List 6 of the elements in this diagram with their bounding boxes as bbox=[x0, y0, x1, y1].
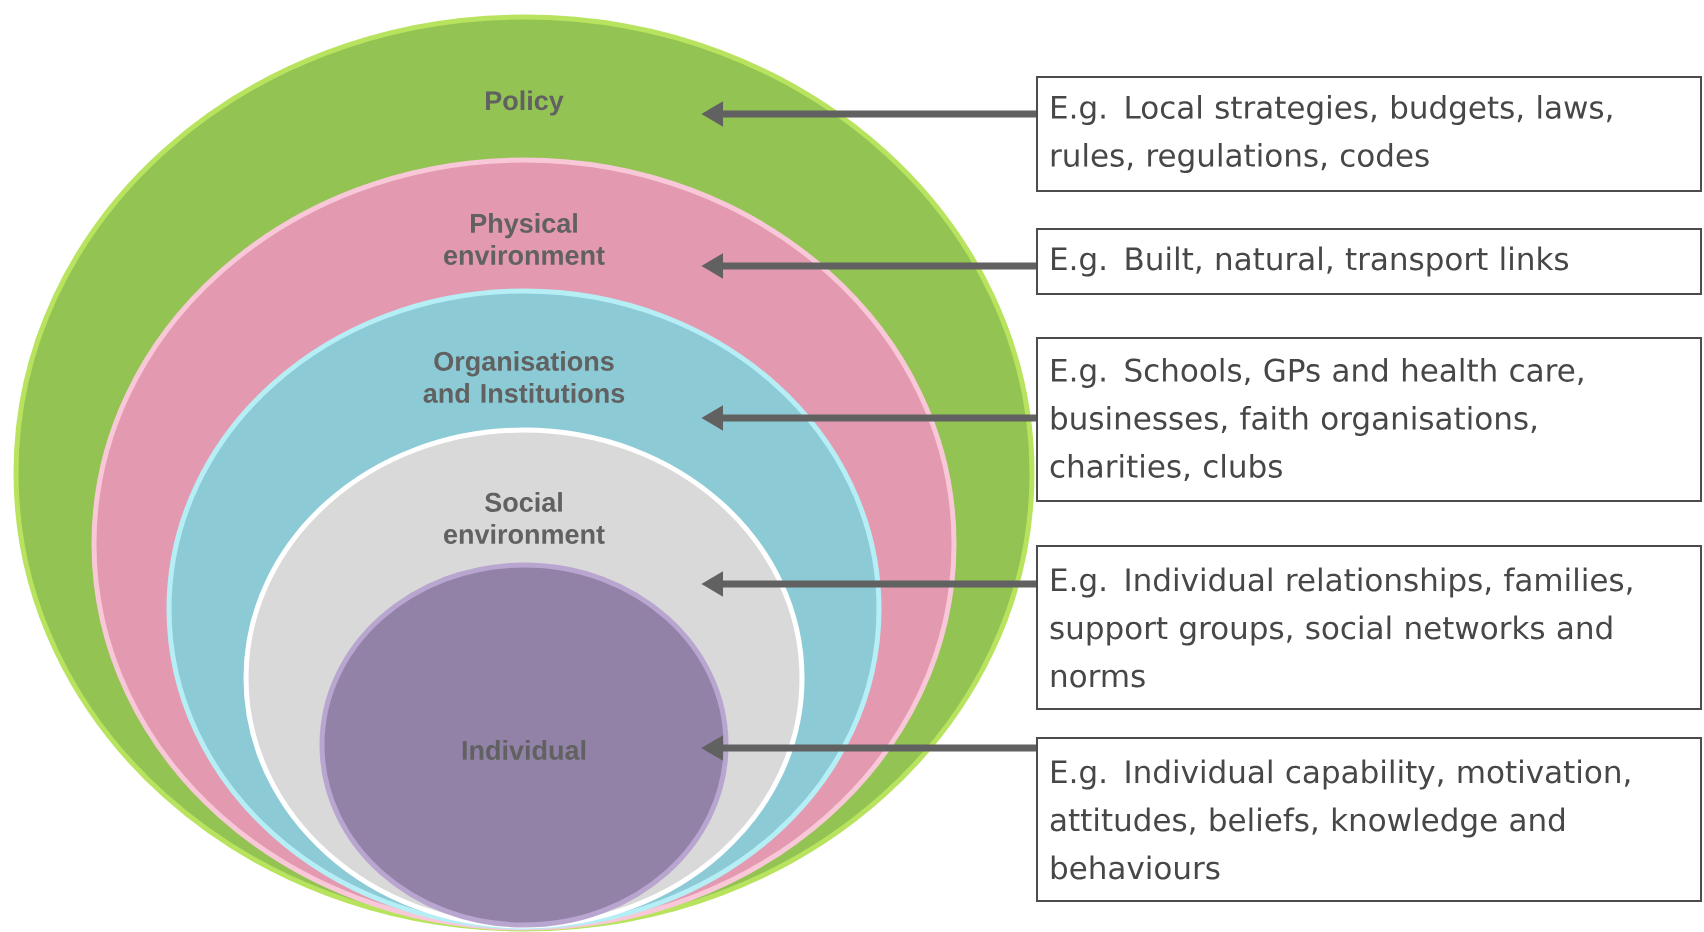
text-box: E.g. Schools, GPs and health care, businesses, faith organisations, charities, clubs bbox=[1036, 337, 1702, 502]
text-box: E.g. Built, natural, transport links bbox=[1036, 228, 1702, 295]
ring: Individual bbox=[319, 562, 729, 928]
text-box: E.g. Individual relationships, families, support groups, social networks and norms bbox=[1036, 545, 1702, 710]
text-box: E.g. Local strategies, budgets, laws, rules, regulations, codes bbox=[1036, 76, 1702, 192]
text-box: E.g. Individual capability, motivation, attitudes, beliefs, knowledge and behaviours bbox=[1036, 737, 1702, 902]
